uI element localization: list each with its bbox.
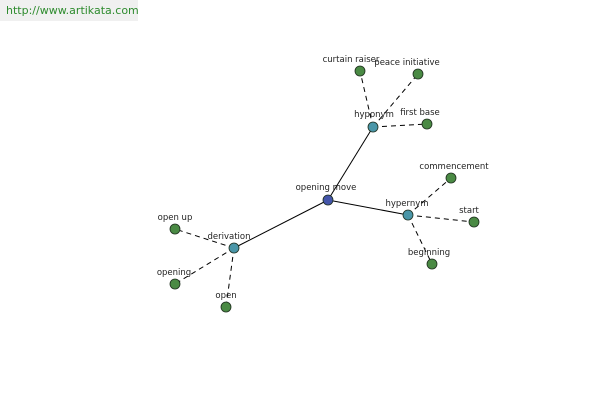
node-open-up[interactable] — [169, 223, 181, 235]
node-label-derivation[interactable]: derivation — [207, 232, 250, 242]
graph-nodes — [169, 65, 480, 313]
node-peace-initiative[interactable] — [412, 68, 424, 80]
edge-opening-move-to-derivation — [233, 199, 329, 249]
edge-derivation-to-open — [225, 247, 235, 308]
edge-opening-move-to-hyponym — [327, 126, 374, 201]
edge-derivation-to-opening — [174, 247, 235, 285]
node-label-open-up[interactable]: open up — [158, 213, 193, 223]
node-label-opening-move[interactable]: opening move — [296, 183, 357, 193]
node-label-peace-initiative[interactable]: peace initiative — [374, 58, 439, 68]
edge-hyponym-to-peace-initiative — [372, 73, 419, 128]
node-opening[interactable] — [169, 278, 181, 290]
edge-hypernym-to-beginning — [407, 214, 433, 265]
node-label-curtain-raiser[interactable]: curtain raiser — [323, 55, 380, 65]
graph-labels: opening move hyponym hypernym derivation cur… — [157, 55, 489, 301]
node-label-beginning[interactable]: beginning — [408, 248, 450, 258]
edge-opening-move-to-hypernym — [327, 199, 409, 216]
node-derivation[interactable] — [228, 242, 240, 254]
node-label-hyponym[interactable]: hyponym — [354, 110, 394, 120]
site-url-link[interactable]: http://www.artikata.com — [0, 0, 139, 21]
node-label-first-base[interactable]: first base — [400, 108, 440, 118]
node-beginning[interactable] — [426, 258, 438, 270]
edge-hyponym-to-curtain-raiser — [359, 70, 374, 128]
node-first-base[interactable] — [421, 118, 433, 130]
node-opening-move[interactable] — [322, 194, 334, 206]
graph-edges — [174, 70, 475, 308]
node-label-hypernym[interactable]: hypernym — [385, 199, 428, 209]
node-label-open[interactable]: open — [215, 291, 236, 301]
node-label-opening[interactable]: opening — [157, 268, 191, 278]
node-commencement[interactable] — [445, 172, 457, 184]
node-label-commencement[interactable]: commencement — [419, 162, 489, 172]
edge-hyponym-to-first-base — [372, 123, 428, 128]
node-open[interactable] — [220, 301, 232, 313]
node-hypernym[interactable] — [402, 209, 414, 221]
node-hyponym[interactable] — [367, 121, 379, 133]
node-label-start[interactable]: start — [459, 206, 479, 216]
node-start[interactable] — [468, 216, 480, 228]
edge-hypernym-to-commencement — [407, 177, 452, 216]
edge-derivation-to-open-up — [174, 228, 235, 249]
edge-hypernym-to-start — [407, 214, 475, 223]
node-curtain-raiser[interactable] — [354, 65, 366, 77]
